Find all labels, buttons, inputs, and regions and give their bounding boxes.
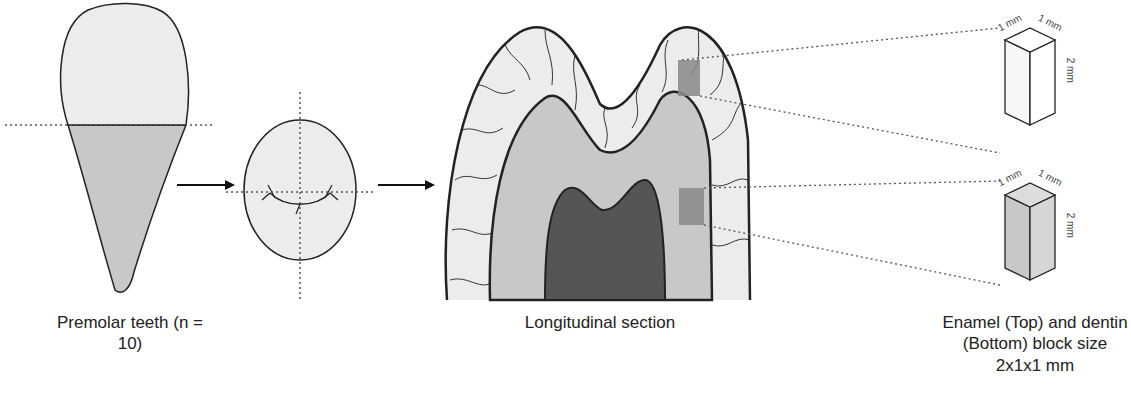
premolar-tooth [5,3,215,292]
dimension-label: 2 mm [1064,50,1077,90]
caption-label: Longitudinal section [480,312,720,333]
caption-label: Premolar teeth (n = 10) [55,312,205,355]
enamel-rod [712,239,750,246]
enamel-rod [450,279,492,285]
enamel-rod [712,100,745,140]
cross-section [226,92,376,300]
enamel-rod [712,179,748,186]
caption-label: Enamel (Top) and dentin (Bottom) block s… [940,312,1130,376]
enamel-rod [478,85,515,93]
longitudinal-section [446,22,750,300]
enamel-rod [462,128,503,133]
enamel-rod [452,229,495,234]
enamel-rod [662,40,668,92]
arrow [378,184,433,186]
enamel-rod [545,30,553,85]
enamel-rod [604,108,608,148]
leader-lines [682,28,1000,285]
enamel-rod [574,55,577,110]
dentin-block [1005,183,1055,280]
enamel-rod [710,45,728,95]
enamel-block [1005,28,1055,125]
dimension-label: 2 mm [1064,205,1077,245]
enamel-rod [455,175,497,180]
enamel-rod [505,45,530,80]
arrow [177,184,233,186]
